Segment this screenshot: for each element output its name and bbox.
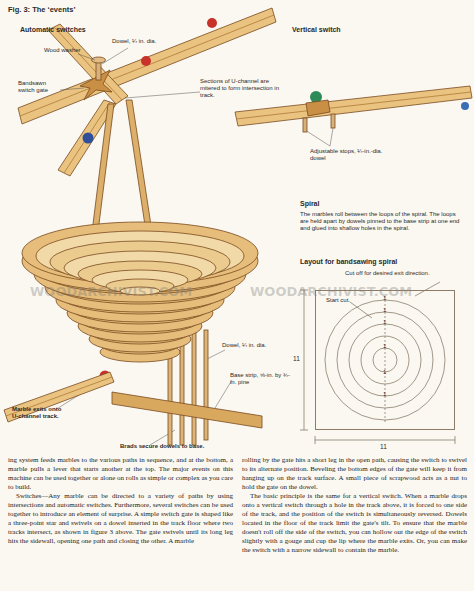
part-label: Marble exits onto U-channel track.	[12, 406, 62, 420]
body-paragraph: Switches—Any marble can be directed to a…	[8, 492, 233, 546]
part-label: Dowel, ¼ in. dia.	[222, 342, 272, 349]
spiral-bowl	[4, 222, 262, 445]
callout-number: 1	[383, 369, 386, 376]
layout-square: Start cut. 1 1 1 1 1 1	[315, 290, 455, 430]
cut-note: Start cut.	[326, 297, 356, 304]
callout-number: 1	[383, 343, 386, 350]
dimension: 11	[293, 355, 305, 362]
part-label: Wood washer	[44, 47, 84, 54]
note: Cut off for desired exit direction.	[345, 270, 455, 277]
dimension: 11	[380, 443, 394, 450]
section-heading: Spiral	[300, 200, 360, 208]
body-paragraph: ing system feeds marbles to the various …	[8, 456, 233, 492]
part-label: Brads secure dowels to base.	[120, 443, 230, 450]
text-column: ing system feeds marbles to the various …	[8, 456, 233, 546]
vertical-switch	[235, 86, 472, 132]
callout-number: 1	[383, 391, 386, 398]
part-label: Dowel, ¼ in. dia.	[112, 38, 162, 45]
note: The marbles roll between the loops of th…	[300, 211, 465, 232]
part-label: Bandsawn switch gate	[18, 80, 62, 94]
figure-title: Fig. 3: The ‘events’	[8, 6, 76, 15]
section-heading: Vertical switch	[292, 26, 392, 34]
part-label: Sections of U-channel are mitered to for…	[200, 78, 280, 99]
callout-number: 1	[383, 295, 386, 302]
callout-number: 1	[383, 307, 386, 314]
section-heading: Automatic switches	[20, 26, 120, 34]
body-paragraph: The basic principle is the same for a ve…	[242, 492, 467, 555]
text-column: rolling by the gate hits a short leg in …	[242, 456, 467, 555]
section-heading: Layout for bandsawing spiral	[300, 258, 450, 266]
spiral-layout	[300, 282, 455, 444]
part-label: Adjustable stops, ¼-in.-dia. dowel	[310, 148, 390, 162]
callout-number: 1	[383, 319, 386, 326]
part-label: Base strip, ⅝-in. by ¾-in. pine	[230, 372, 292, 386]
body-paragraph: rolling by the gate hits a short leg in …	[242, 456, 467, 492]
watermark: WOODARCHIVIST.COM	[30, 285, 230, 300]
